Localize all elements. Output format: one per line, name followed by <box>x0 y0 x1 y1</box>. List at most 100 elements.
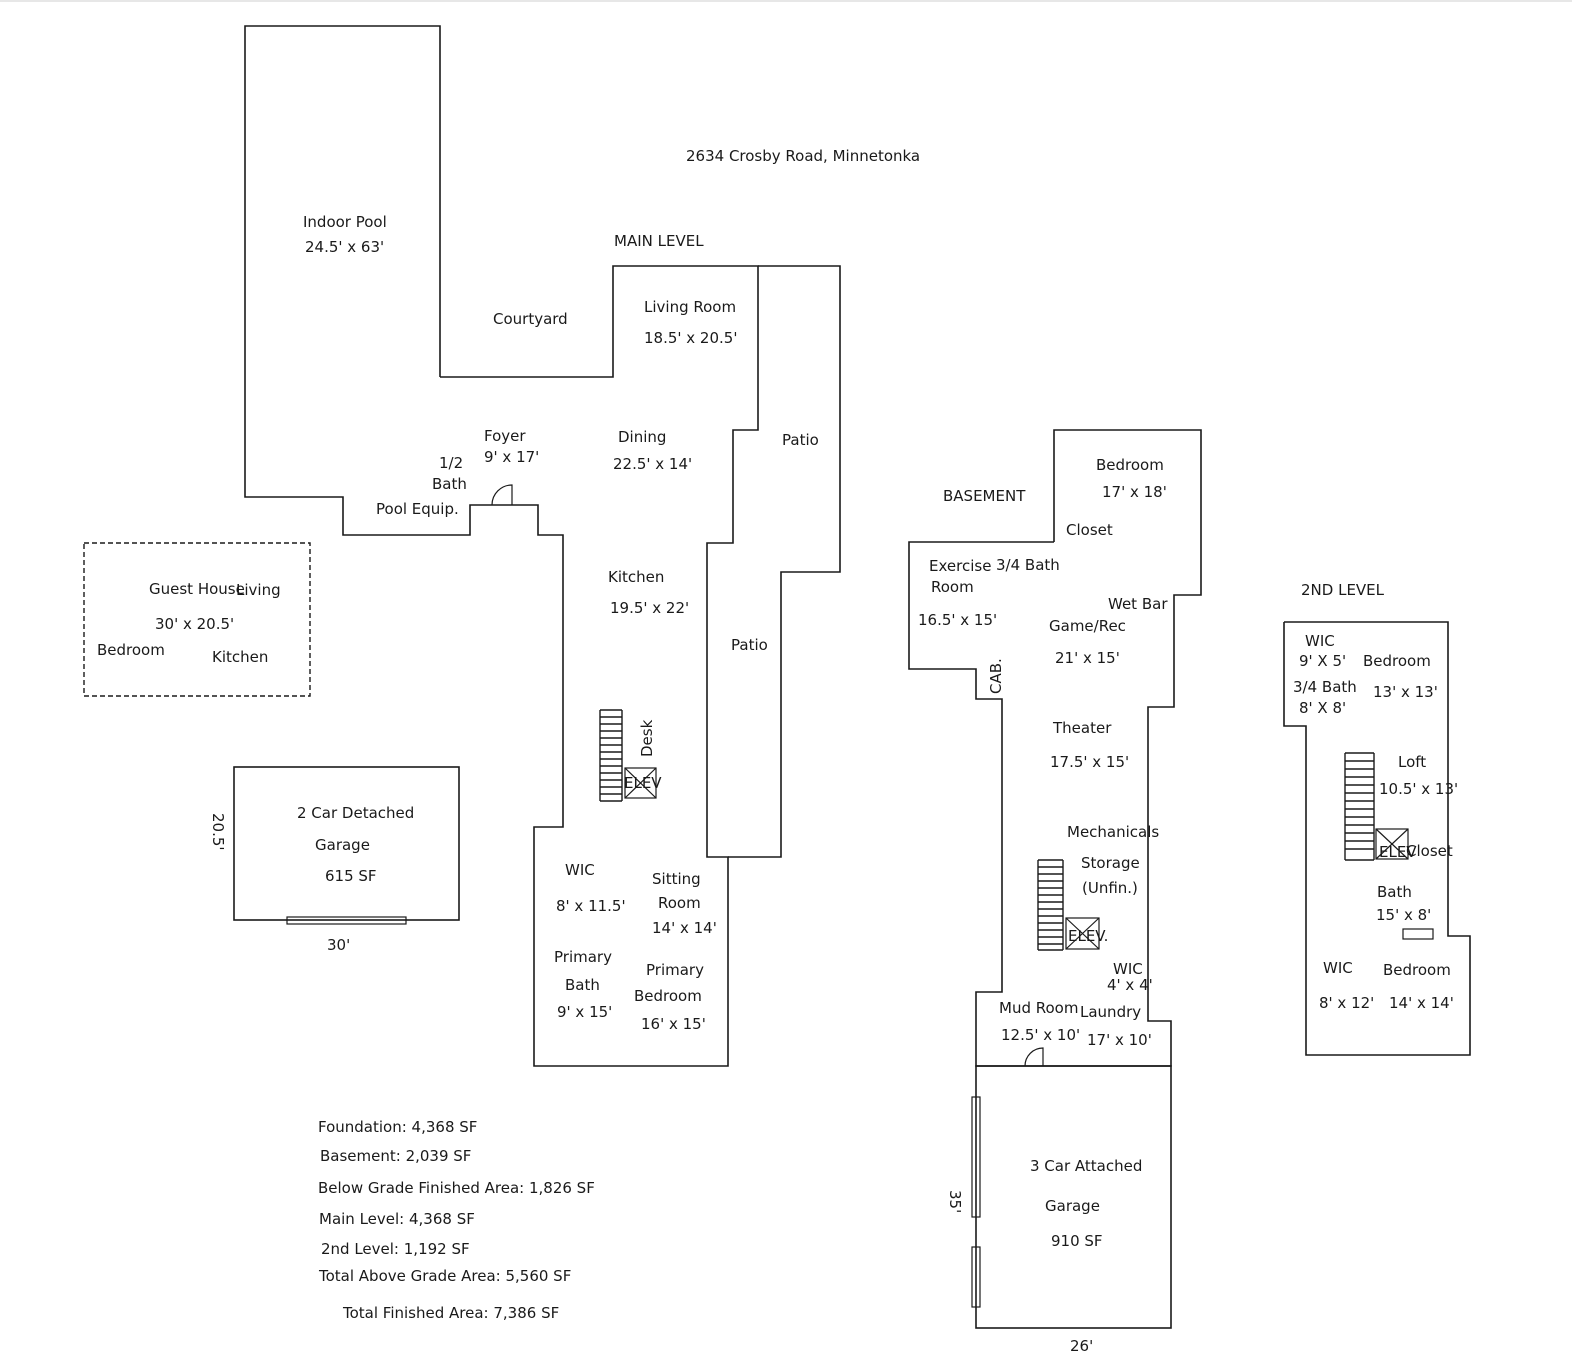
basement-closet-label: Closet <box>1066 521 1113 539</box>
second-level-elevator <box>1375 828 1409 860</box>
indoor-pool-dims: 24.5' x 63' <box>305 238 384 256</box>
detached-garage-bottom-dim: 30' <box>327 936 350 954</box>
second-bath-label: Bath <box>1377 883 1412 901</box>
second-level-stairs <box>1344 752 1375 861</box>
basement-elev-label: ELEV. <box>1068 927 1108 945</box>
exercise-label-1: Exercise <box>929 557 991 575</box>
detached-garage-side-dim: 20.5' <box>209 813 227 851</box>
attached-garage-label-1: 3 Car Attached <box>1030 1157 1142 1175</box>
upper-wic-dims: 9' X 5' <box>1299 652 1346 670</box>
summary-second-level: 2nd Level: 1,192 SF <box>321 1240 470 1258</box>
second-bath-dims: 15' x 8' <box>1376 906 1431 924</box>
storage-label-2: (Unfin.) <box>1082 879 1138 897</box>
game-rec-dims: 21' x 15' <box>1055 649 1120 667</box>
primary-bath-label-2: Bath <box>565 976 600 994</box>
foyer-door <box>491 484 513 506</box>
wic-main-dims: 8' x 11.5' <box>556 897 626 915</box>
attached-garage-side-dim: 35' <box>946 1190 964 1213</box>
main-level-walls <box>244 25 841 1067</box>
detached-garage-area: 615 SF <box>325 867 377 885</box>
patio-upper-label: Patio <box>782 431 819 449</box>
primary-bedroom-dims: 16' x 15' <box>641 1015 706 1033</box>
exercise-label-2: Room <box>931 578 974 596</box>
theater-label: Theater <box>1052 719 1112 737</box>
second-closet-label: Closet <box>1406 842 1453 860</box>
laundry-label: Laundry <box>1080 1003 1141 1021</box>
loft-label: Loft <box>1398 753 1426 771</box>
sitting-room-dims: 14' x 14' <box>652 919 717 937</box>
upper-wic-label: WIC <box>1305 632 1335 650</box>
basement-heading: BASEMENT <box>943 487 1026 505</box>
indoor-pool-label: Indoor Pool <box>303 213 387 231</box>
lower-bedroom-dims: 14' x 14' <box>1389 994 1454 1012</box>
summary-total-finished: Total Finished Area: 7,386 SF <box>342 1304 559 1322</box>
foyer-label: Foyer <box>484 427 526 445</box>
guest-house-dims: 30' x 20.5' <box>155 615 234 633</box>
area-summary: Foundation: 4,368 SF Basement: 2,039 SF … <box>318 1118 595 1322</box>
primary-bath-dims: 9' x 15' <box>557 1003 612 1021</box>
attached-garage-walls <box>971 1065 1172 1329</box>
basement-bedroom-label: Bedroom <box>1096 456 1164 474</box>
basement-elevator <box>1065 917 1100 950</box>
main-level-heading: MAIN LEVEL <box>614 232 704 250</box>
theater-dims: 17.5' x 15' <box>1050 753 1129 771</box>
address-title: 2634 Crosby Road, Minnetonka <box>686 147 920 165</box>
second-level-heading: 2ND LEVEL <box>1301 581 1385 599</box>
primary-bedroom-label-2: Bedroom <box>634 987 702 1005</box>
attached-garage-area: 910 SF <box>1051 1232 1103 1250</box>
sitting-room-label-2: Room <box>658 894 701 912</box>
lower-wic-dims: 8' x 12' <box>1319 994 1374 1012</box>
basement-walls <box>908 429 1202 1067</box>
guest-bedroom-label: Bedroom <box>97 641 165 659</box>
primary-bedroom-label-1: Primary <box>646 961 704 979</box>
guest-house-outline <box>83 542 311 697</box>
detached-garage-label-1: 2 Car Detached <box>297 804 414 822</box>
mud-room-dims: 12.5' x 10' <box>1001 1026 1080 1044</box>
cab-label: CAB. <box>987 658 1005 694</box>
lower-bedroom-label: Bedroom <box>1383 961 1451 979</box>
main-elev-label: ELEV <box>624 774 662 792</box>
upper-bath-dims: 8' X 8' <box>1299 699 1346 717</box>
exercise-dims: 16.5' x 15' <box>918 611 997 629</box>
dining-dims: 22.5' x 14' <box>613 455 692 473</box>
attached-garage-bottom-dim: 26' <box>1070 1337 1093 1355</box>
mechanicals-label: Mechanicals <box>1067 823 1159 841</box>
upper-bedroom-dims: 13' x 13' <box>1373 683 1438 701</box>
second-elev-label: ELEV <box>1379 843 1417 861</box>
courtyard-label: Courtyard <box>493 310 568 328</box>
guest-house-label: Guest House <box>149 580 245 598</box>
living-room-dims: 18.5' x 20.5' <box>644 329 737 347</box>
basement-wic-dims: 4' x 4' <box>1107 976 1153 994</box>
lower-wic-label: WIC <box>1323 959 1353 977</box>
wet-bar-label: Wet Bar <box>1108 595 1168 613</box>
pool-equip-label: Pool Equip. <box>376 500 459 518</box>
primary-bath-label-1: Primary <box>554 948 612 966</box>
summary-basement: Basement: 2,039 SF <box>320 1147 471 1165</box>
storage-label-1: Storage <box>1081 854 1140 872</box>
main-stairs <box>599 709 623 802</box>
upper-bedroom-label: Bedroom <box>1363 652 1431 670</box>
main-elevator <box>624 767 657 799</box>
desk-label: Desk <box>638 719 656 757</box>
kitchen-label: Kitchen <box>608 568 664 586</box>
guest-living-label: Living <box>236 581 281 599</box>
sitting-room-label-1: Sitting <box>652 870 701 888</box>
summary-total-above: Total Above Grade Area: 5,560 SF <box>318 1267 571 1285</box>
summary-below-grade: Below Grade Finished Area: 1,826 SF <box>318 1179 595 1197</box>
half-bath-label-1: 1/2 <box>439 454 463 472</box>
attached-garage-label-2: Garage <box>1045 1197 1100 1215</box>
laundry-dims: 17' x 10' <box>1087 1031 1152 1049</box>
second-level-walls <box>1283 621 1471 1056</box>
game-rec-label: Game/Rec <box>1049 617 1126 635</box>
wic-main-label: WIC <box>565 861 595 879</box>
detached-garage-label-2: Garage <box>315 836 370 854</box>
living-room-label: Living Room <box>644 298 736 316</box>
foyer-dims: 9' x 17' <box>484 448 539 466</box>
dining-label: Dining <box>618 428 666 446</box>
upper-bath-label: 3/4 Bath <box>1293 678 1357 696</box>
summary-foundation: Foundation: 4,368 SF <box>318 1118 477 1136</box>
mud-room-label: Mud Room <box>999 999 1078 1017</box>
basement-bath-label: 3/4 Bath <box>996 556 1060 574</box>
basement-wic-label: WIC <box>1113 960 1143 978</box>
